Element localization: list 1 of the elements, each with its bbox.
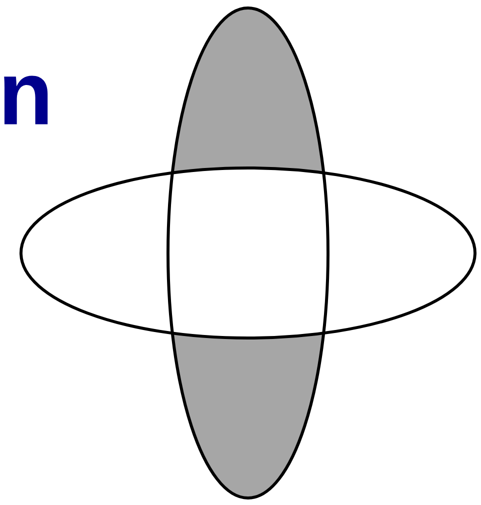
heading-letter: n (4, 76, 48, 124)
